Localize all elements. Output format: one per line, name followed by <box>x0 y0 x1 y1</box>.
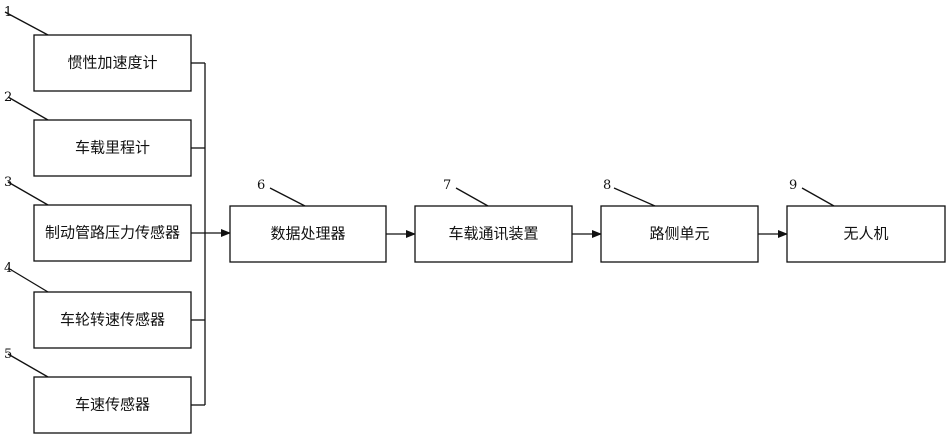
node-label-3: 制动管路压力传感器 <box>45 224 180 242</box>
node-label-9: 无人机 <box>843 225 888 243</box>
leader-line-5 <box>8 354 48 377</box>
node-vehicle-speed-sensor: 5 车速传感器 <box>4 347 191 433</box>
node-roadside-unit: 8 路侧单元 <box>601 178 758 262</box>
node-label-5: 车速传感器 <box>75 396 150 414</box>
node-label-6: 数据处理器 <box>270 225 345 243</box>
node-label-7: 车载通讯装置 <box>448 225 538 243</box>
node-label-4: 车轮转速传感器 <box>60 311 165 329</box>
node-data-processor: 6 数据处理器 <box>230 178 386 262</box>
node-label-1: 惯性加速度计 <box>67 54 157 72</box>
node-brake-pressure-sensor: 3 制动管路压力传感器 <box>4 175 191 261</box>
node-label-2: 车载里程计 <box>75 139 150 157</box>
node-odometer: 2 车载里程计 <box>4 90 191 176</box>
leader-line-6 <box>270 188 305 206</box>
leader-line-7 <box>456 188 488 206</box>
leader-line-2 <box>8 97 48 120</box>
node-number-8: 8 <box>603 178 611 193</box>
node-number-9: 9 <box>789 178 797 193</box>
leader-line-9 <box>802 188 834 206</box>
node-number-3: 3 <box>4 175 12 190</box>
node-onboard-communication-device: 7 车载通讯装置 <box>415 178 572 262</box>
collector-bus <box>191 63 230 405</box>
node-number-6: 6 <box>257 178 265 193</box>
node-number-1: 1 <box>4 5 12 20</box>
node-number-4: 4 <box>4 261 12 276</box>
leader-line-3 <box>8 182 48 205</box>
node-number-7: 7 <box>443 178 451 193</box>
node-inertial-accelerometer: 1 惯性加速度计 <box>4 5 191 91</box>
node-number-2: 2 <box>4 90 12 105</box>
leader-line-4 <box>8 268 48 292</box>
node-number-5: 5 <box>4 347 12 362</box>
node-drone: 9 无人机 <box>787 178 945 262</box>
node-wheel-speed-sensor: 4 车轮转速传感器 <box>4 261 191 348</box>
node-label-8: 路侧单元 <box>649 225 709 243</box>
leader-line-8 <box>614 188 655 206</box>
